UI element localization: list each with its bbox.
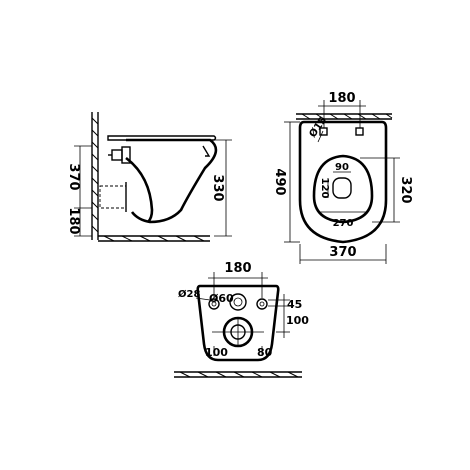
side-inlet-bracket bbox=[108, 146, 131, 164]
top-dim-opening-length-label: 120 bbox=[319, 178, 330, 199]
side-rim-detail bbox=[202, 145, 211, 157]
rear-dim-inlet-offset-label: 45 bbox=[287, 298, 302, 311]
side-wall bbox=[91, 112, 99, 240]
side-floor bbox=[98, 235, 210, 242]
top-dim-width-label: 370 bbox=[329, 245, 356, 260]
rear-bolt-holes bbox=[208, 298, 268, 310]
rear-dim-vertical-spacing-label: 100 bbox=[286, 314, 309, 327]
top-bowl-inner bbox=[312, 154, 374, 224]
rear-outlet bbox=[212, 316, 264, 348]
side-outlet-pipe bbox=[99, 182, 127, 212]
rear-inlet bbox=[229, 293, 247, 311]
rear-dim-bolt-spacing-label: 180 bbox=[224, 261, 251, 276]
rear-dim-180 bbox=[208, 272, 268, 298]
rear-body-outline bbox=[196, 284, 280, 362]
rear-view: 180 Ø28 Ø60 45 1 bbox=[174, 261, 309, 378]
top-dim-320 bbox=[360, 157, 400, 223]
top-view: 180 Ø15 490 90 120 320 270 bbox=[272, 91, 413, 264]
rear-dim-outlet-left-label: 100 bbox=[205, 346, 228, 359]
top-dim-hole-label: Ø15 bbox=[307, 114, 330, 139]
rear-dim-inlet-diameter-label: Ø60 bbox=[209, 292, 234, 305]
top-body-outline bbox=[298, 120, 388, 244]
side-dim-330 bbox=[214, 139, 232, 237]
top-wall bbox=[296, 113, 393, 120]
side-dim-bowl-height-label: 330 bbox=[210, 174, 225, 201]
rear-dim-bottom bbox=[213, 346, 263, 356]
top-dim-inner-width-label: 270 bbox=[333, 218, 354, 229]
top-dim-370 bbox=[299, 244, 387, 264]
side-bowl-outline bbox=[126, 138, 218, 224]
top-dim-180 bbox=[318, 100, 366, 128]
side-dim-lower-label: 180 bbox=[66, 207, 81, 234]
top-fixing-holes bbox=[317, 127, 364, 143]
top-dim-opening-width-label: 90 bbox=[335, 162, 349, 173]
top-dim-fixing-label: 180 bbox=[328, 91, 355, 106]
side-dim-180 bbox=[74, 208, 92, 237]
side-trap-curve bbox=[125, 156, 154, 223]
top-dim-length-label: 490 bbox=[272, 168, 287, 195]
top-opening bbox=[332, 177, 352, 199]
top-dim-490 bbox=[284, 121, 300, 243]
top-dim-rear-label: 320 bbox=[398, 176, 413, 203]
rear-dim-outlet-right-label: 80 bbox=[257, 346, 273, 359]
rear-dim-right bbox=[268, 294, 290, 338]
rear-dim-bolt-diameter-label: Ø28 bbox=[178, 288, 200, 300]
rear-floor bbox=[174, 371, 302, 378]
side-dim-370 bbox=[74, 145, 92, 209]
side-view: 370 180 330 bbox=[66, 112, 232, 242]
side-dim-height-label: 370 bbox=[66, 163, 81, 190]
